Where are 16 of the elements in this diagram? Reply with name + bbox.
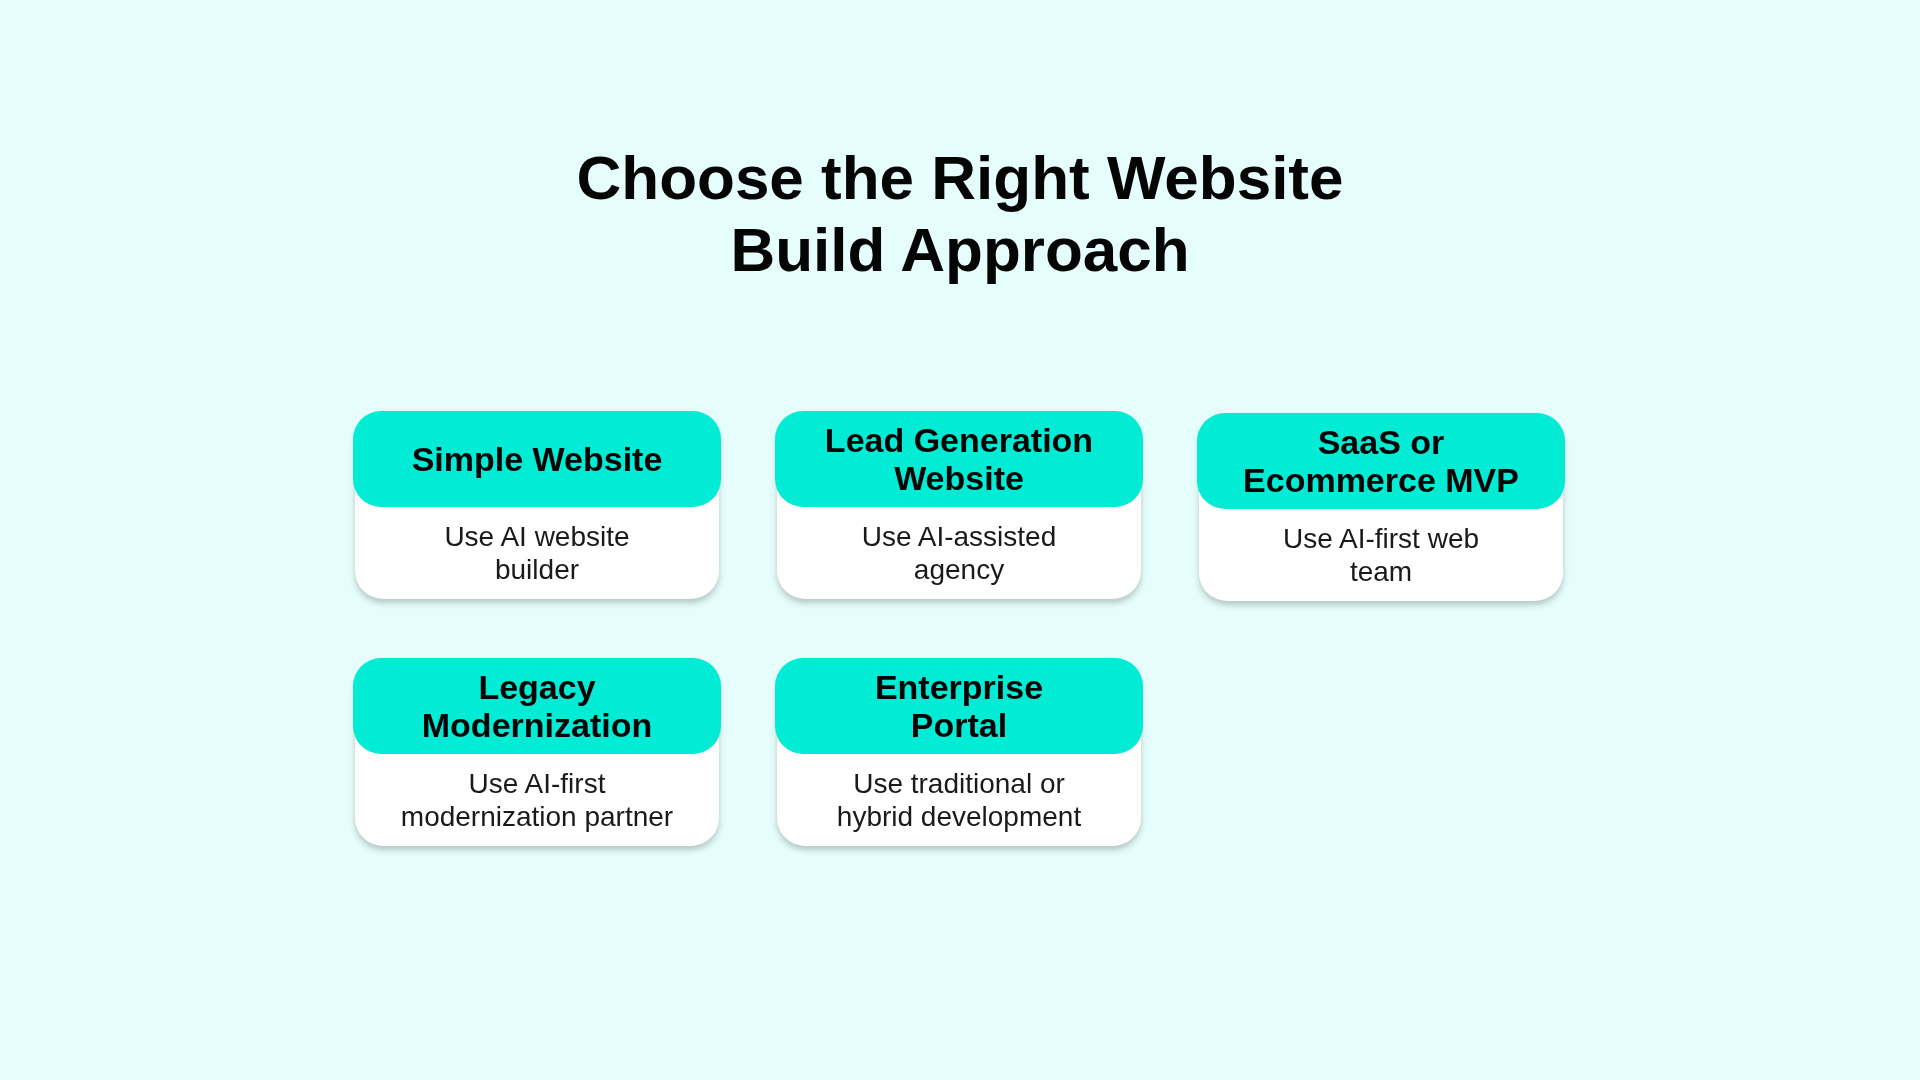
approach-card — [777, 660, 1141, 846]
approach-card — [355, 413, 719, 599]
card-description: Use AI-assisted agency — [860, 520, 1058, 586]
card-header: SaaS or Ecommerce MVP — [1197, 413, 1565, 509]
card-header: Legacy Modernization — [353, 658, 721, 754]
card-header: Enterprise Portal — [775, 658, 1143, 754]
approach-card — [777, 413, 1141, 599]
title: Choose the Right Website Build Approach — [575, 142, 1345, 286]
card-header: Lead Generation Website — [775, 411, 1143, 507]
card-description: Use traditional or hybrid development — [835, 767, 1083, 833]
card-description: Use AI-first web team — [1281, 522, 1481, 588]
approach-card — [1199, 415, 1563, 601]
card-header: Simple Website — [353, 411, 721, 507]
card-description: Use AI-first modernization partner — [399, 767, 675, 833]
card-description: Use AI website builder — [443, 520, 631, 586]
approach-card — [355, 660, 719, 846]
